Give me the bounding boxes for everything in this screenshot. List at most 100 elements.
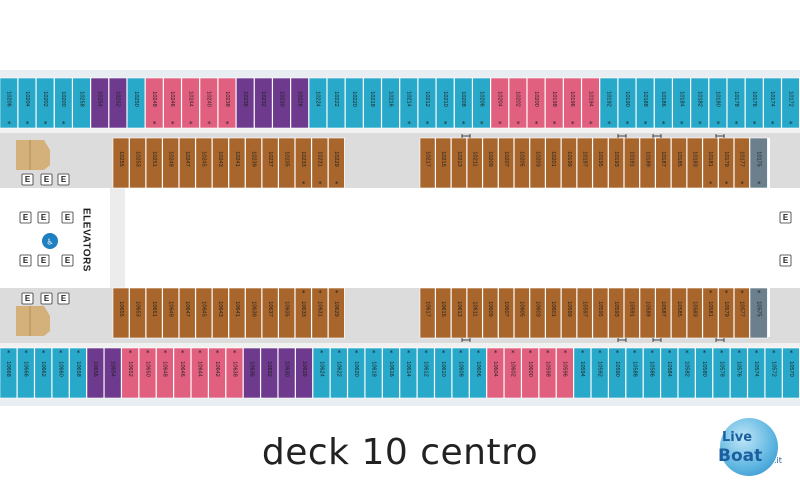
cabin-10656[interactable]: 10656: [86, 347, 105, 399]
cabin-10218[interactable]: 10218: [363, 77, 382, 129]
cabin-10582[interactable]: 10582*: [677, 347, 696, 399]
cabin-10245[interactable]: 10245: [195, 137, 213, 189]
cabin-10241[interactable]: 10241: [228, 137, 246, 189]
cabin-10222[interactable]: 10222: [326, 77, 346, 129]
cabin-10255[interactable]: 10255: [112, 137, 130, 189]
cabin-10231[interactable]: 10231*: [311, 137, 329, 189]
cabin-10174[interactable]: 10174*: [763, 77, 782, 129]
cabin-10224[interactable]: 10224: [308, 77, 327, 129]
cabin-10642[interactable]: 10642*: [208, 347, 226, 399]
cabin-10210[interactable]: 10210*: [436, 77, 455, 129]
cabin-10181[interactable]: 10181*: [702, 137, 719, 189]
cabin-10587[interactable]: 10587: [655, 287, 672, 339]
cabin-10226[interactable]: 10226: [290, 77, 309, 129]
cabin-10606[interactable]: 10606*: [469, 347, 487, 399]
cabin-10580[interactable]: 10580*: [695, 347, 713, 399]
cabin-10570[interactable]: 10570*: [782, 347, 800, 399]
cabin-10575[interactable]: 10575*: [749, 287, 768, 339]
cabin-10246[interactable]: 10246*: [163, 77, 182, 129]
cabin-10598[interactable]: 10598*: [538, 347, 557, 399]
cabin-10583[interactable]: 10583: [686, 287, 703, 339]
cabin-10258[interactable]: 10258: [72, 77, 91, 129]
cabin-10204[interactable]: 10204*: [17, 77, 37, 129]
cabin-10194[interactable]: 10194*: [581, 77, 600, 129]
cabin-10653[interactable]: 10653: [129, 287, 146, 339]
cabin-10232[interactable]: 10232: [254, 77, 273, 129]
cabin-10610[interactable]: 10610*: [434, 347, 452, 399]
cabin-10617[interactable]: 10617: [419, 287, 436, 339]
cabin-10622[interactable]: 10622*: [330, 347, 348, 399]
cabin-10251[interactable]: 10251: [145, 137, 163, 189]
cabin-10601[interactable]: 10601: [545, 287, 562, 339]
cabin-10207[interactable]: 10207: [498, 137, 514, 189]
cabin-10599[interactable]: 10599: [561, 287, 577, 339]
cabin-10237[interactable]: 10237: [261, 137, 279, 189]
cabin-10249[interactable]: 10249: [162, 137, 179, 189]
cabin-10235[interactable]: 10235: [278, 137, 295, 189]
cabin-10204[interactable]: 10204*: [490, 77, 509, 129]
cabin-10192[interactable]: 10192*: [599, 77, 618, 129]
cabin-10651[interactable]: 10651: [145, 287, 163, 339]
cabin-10176[interactable]: 10176*: [745, 77, 764, 129]
cabin-10655[interactable]: 10655: [112, 287, 130, 339]
cabin-10213[interactable]: 10213: [451, 137, 467, 189]
cabin-10615[interactable]: 10615: [435, 287, 452, 339]
cabin-10187[interactable]: 10187: [655, 137, 672, 189]
cabin-10216[interactable]: 10216: [381, 77, 400, 129]
cabin-10611[interactable]: 10611: [466, 287, 483, 339]
cabin-10178[interactable]: 10178*: [726, 77, 746, 129]
cabin-10572[interactable]: 10572*: [764, 347, 783, 399]
cabin-10243[interactable]: 10243: [212, 137, 229, 189]
cabin-10578[interactable]: 10578*: [712, 347, 731, 399]
cabin-10211[interactable]: 10211: [466, 137, 483, 189]
cabin-10185[interactable]: 10185: [671, 137, 687, 189]
cabin-10613[interactable]: 10613: [451, 287, 467, 339]
cabin-10584[interactable]: 10584*: [660, 347, 678, 399]
cabin-10196[interactable]: 10196*: [563, 77, 582, 129]
cabin-10206[interactable]: 10206*: [0, 77, 18, 129]
cabin-10202[interactable]: 10202*: [36, 77, 55, 129]
cabin-10183[interactable]: 10183: [686, 137, 703, 189]
cabin-10596[interactable]: 10596*: [556, 347, 574, 399]
cabin-10632[interactable]: 10632: [260, 347, 278, 399]
cabin-10637[interactable]: 10637: [261, 287, 279, 339]
cabin-10631[interactable]: 10631*: [311, 287, 329, 339]
cabin-10198[interactable]: 10198*: [545, 77, 564, 129]
cabin-10666[interactable]: 10666*: [17, 347, 35, 399]
cabin-10175[interactable]: 10175*: [749, 137, 768, 189]
cabin-10189[interactable]: 10189: [639, 137, 656, 189]
cabin-10193[interactable]: 10193: [608, 137, 624, 189]
cabin-10250[interactable]: 10250: [126, 77, 146, 129]
cabin-10254[interactable]: 10254: [90, 77, 109, 129]
cabin-10212[interactable]: 10212*: [417, 77, 437, 129]
cabin-10576[interactable]: 10576*: [730, 347, 748, 399]
cabin-10229[interactable]: 10229*: [328, 137, 345, 189]
cabin-10650[interactable]: 10650*: [138, 347, 157, 399]
cabin-10180[interactable]: 10180*: [708, 77, 727, 129]
cabin-10199[interactable]: 10199: [561, 137, 577, 189]
cabin-10214[interactable]: 10214*: [399, 77, 418, 129]
cabin-10654[interactable]: 10654: [104, 347, 122, 399]
cabin-10215[interactable]: 10215: [435, 137, 452, 189]
cabin-10630[interactable]: 10630: [277, 347, 296, 399]
cabin-10172[interactable]: 10172*: [781, 77, 800, 129]
cabin-10182[interactable]: 10182*: [690, 77, 709, 129]
cabin-10190[interactable]: 10190*: [617, 77, 637, 129]
cabin-10600[interactable]: 10600*: [521, 347, 539, 399]
cabin-10603[interactable]: 10603: [529, 287, 546, 339]
cabin-10614[interactable]: 10614*: [399, 347, 418, 399]
cabin-10247[interactable]: 10247: [178, 137, 196, 189]
cabin-10191[interactable]: 10191: [623, 137, 640, 189]
cabin-10248[interactable]: 10248*: [145, 77, 164, 129]
cabin-10612[interactable]: 10612*: [417, 347, 435, 399]
cabin-10200[interactable]: 10200*: [526, 77, 546, 129]
cabin-10591[interactable]: 10591: [623, 287, 640, 339]
cabin-10209[interactable]: 10209: [482, 137, 499, 189]
cabin-10197[interactable]: 10197: [576, 137, 593, 189]
cabin-10238[interactable]: 10238*: [217, 77, 237, 129]
cabin-10595[interactable]: 10595: [592, 287, 609, 339]
cabin-10179[interactable]: 10179*: [718, 137, 734, 189]
cabin-10590[interactable]: 10590*: [608, 347, 626, 399]
cabin-10662[interactable]: 10662*: [34, 347, 52, 399]
cabin-10579[interactable]: 10579*: [718, 287, 734, 339]
